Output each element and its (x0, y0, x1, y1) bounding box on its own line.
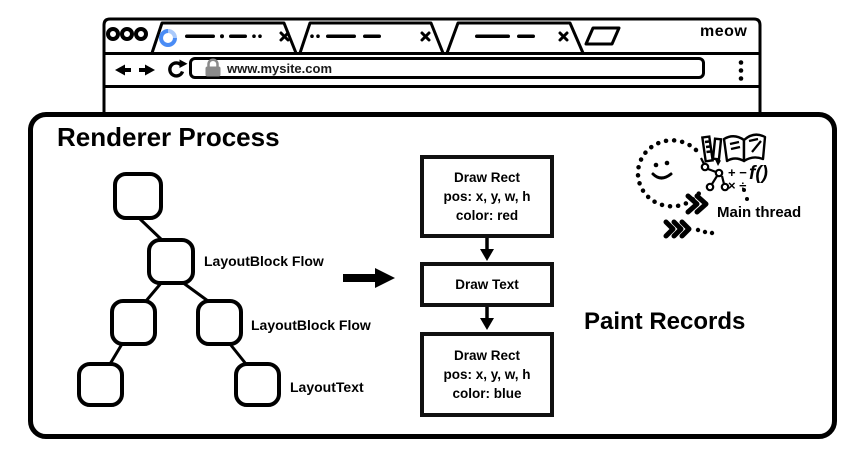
renderer-process-title: Renderer Process (57, 122, 280, 152)
window-frame (102, 17, 762, 115)
new-tab-button[interactable] (584, 26, 621, 46)
layout-node (196, 299, 243, 346)
tab-title-placeholder (475, 34, 535, 38)
tab-close-icon[interactable] (279, 31, 290, 42)
tree-doodle-icon (700, 157, 730, 192)
browser-window (102, 17, 762, 115)
layout-node (147, 238, 195, 285)
main-thread-label: Main thread (717, 204, 802, 221)
lock-icon[interactable] (205, 58, 221, 77)
tab-1[interactable] (150, 21, 298, 54)
paint-record-box: Draw Text (420, 262, 554, 307)
window-control-button[interactable] (106, 27, 120, 41)
forward-button[interactable] (139, 64, 155, 76)
tab-title-placeholder (310, 34, 381, 38)
tab-close-icon[interactable] (420, 31, 431, 42)
paint-record-line: Draw Rect (453, 348, 521, 363)
layout-node (113, 172, 163, 220)
tab-title-placeholder (185, 34, 262, 39)
tab-close-icon[interactable] (558, 31, 569, 42)
main-thread-doodle: + − × ÷ f() (635, 133, 768, 239)
paint-record-box: Draw Rect pos: x, y, w, h color: red (420, 155, 554, 238)
pencil-icon (701, 135, 723, 166)
url-text[interactable]: www.mysite.com (227, 61, 332, 76)
chevron-right-icon (663, 219, 692, 239)
paint-record-line: pos: x, y, w, h (443, 189, 531, 204)
tree-edges (108, 217, 395, 366)
paint-flow-arrows (480, 238, 494, 330)
paint-record-box: Draw Rect pos: x, y, w, h color: blue (420, 332, 554, 417)
paint-record-line: color: blue (452, 386, 522, 401)
layout-node (110, 299, 157, 346)
url-input[interactable] (189, 57, 705, 79)
tab-2[interactable] (298, 21, 445, 54)
layout-node-label: LayoutBlock Flow (204, 253, 324, 269)
paint-record-line: Draw Rect (453, 170, 521, 185)
tab-3[interactable] (445, 21, 585, 54)
brand-label: meow (700, 23, 748, 40)
window-controls[interactable] (106, 27, 148, 41)
paint-record-line: color: red (455, 208, 519, 223)
layout-node-label: LayoutBlock Flow (251, 317, 371, 333)
loading-spinner-icon (167, 29, 177, 39)
loading-spinner-icon (159, 29, 177, 47)
layout-node-label: LayoutText (290, 379, 364, 395)
book-icon (722, 133, 767, 163)
paint-record-line: Draw Text (455, 277, 519, 292)
thread-body-outline (635, 138, 703, 209)
back-button[interactable] (115, 64, 131, 76)
refresh-button[interactable] (168, 59, 188, 78)
math-icon: × ÷ (728, 178, 746, 193)
layout-node (77, 362, 124, 407)
smiley-face-icon (651, 160, 673, 180)
function-icon: f() (749, 163, 768, 184)
menu-button[interactable] (738, 60, 744, 81)
flow-arrow (343, 268, 395, 288)
paint-record-line: pos: x, y, w, h (443, 367, 531, 382)
window-control-button[interactable] (120, 27, 134, 41)
dotted-trail (695, 188, 749, 236)
paint-records-label: Paint Records (584, 308, 746, 335)
math-icon: + − (728, 165, 747, 180)
window-control-button[interactable] (134, 27, 148, 41)
layout-node (234, 362, 281, 407)
chevron-right-icon (685, 193, 709, 215)
